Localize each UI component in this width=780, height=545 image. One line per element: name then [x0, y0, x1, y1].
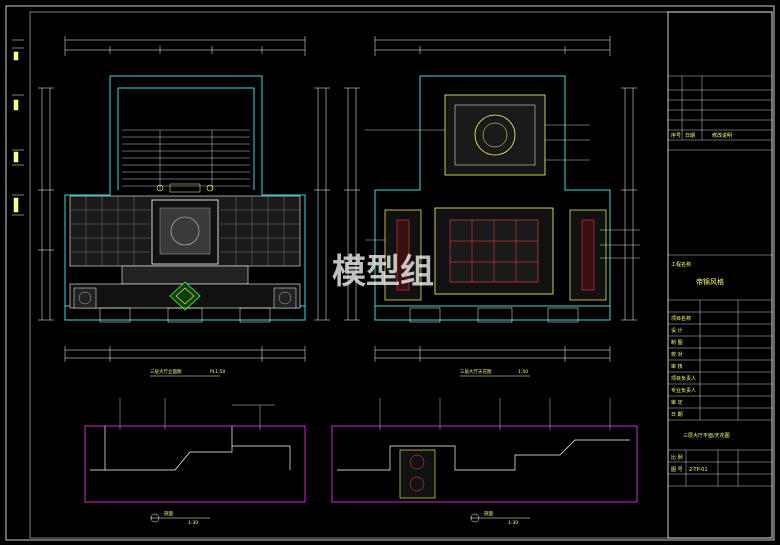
right-section-outline	[331, 425, 638, 503]
right-elev-upper-inner	[454, 104, 536, 166]
left-elev-floor-medallion-inner	[175, 287, 195, 305]
right-elev-plinths	[409, 307, 579, 323]
left-elev-floor-medallion	[169, 281, 201, 311]
right-section-inset-rosette-bottom	[409, 476, 425, 492]
right-section-inset	[399, 449, 436, 499]
right-elev-top-dimensions	[374, 36, 611, 56]
left-elev-lamp-right	[206, 184, 214, 192]
left-elev-plinths	[99, 307, 271, 323]
title-block-row-spec: 专业负责人	[671, 387, 696, 394]
title-block-frame	[667, 11, 773, 539]
watermark: 模型组	[332, 252, 434, 292]
right-section-marker	[470, 513, 480, 523]
title-block-col-no: 序号	[671, 132, 681, 139]
title-block-row-date: 日 期	[671, 412, 683, 418]
left-elev-rosette-left	[73, 287, 97, 309]
right-section: 剖面 1:30	[331, 398, 638, 526]
title-block-row-design: 设 计	[671, 327, 683, 334]
left-section-leaders	[119, 398, 275, 430]
left-elev-carving	[159, 207, 211, 255]
right-elev-scale: 1:50	[518, 369, 528, 375]
left-elev-rosette-left-icon	[78, 291, 92, 305]
right-elev-dragon-medallion	[474, 114, 516, 156]
right-section-scale: 1:30	[508, 520, 518, 526]
left-elev-plaque	[169, 183, 201, 193]
left-elev-rosette-right	[273, 287, 297, 309]
left-elevation: 三层大厅立面图 PL1:50	[38, 36, 330, 377]
title-block-row-check: 校 对	[671, 351, 683, 358]
left-section-marker	[150, 513, 160, 523]
left-section: 剖面 1:30	[84, 398, 306, 526]
left-margin-marks	[12, 39, 24, 216]
title-block-fields-grid	[668, 300, 772, 421]
left-elev-rosette-right-icon	[278, 291, 292, 305]
title-block-row-item: 项目名称	[671, 315, 691, 322]
left-elev-stairs	[122, 129, 250, 190]
title-block-col-date: 日期	[685, 133, 695, 139]
title-block-drawing-title: 三层大厅平面/天花图	[683, 432, 730, 439]
title-block-project-name: 帝锦风格	[696, 277, 724, 286]
right-elev-column-right-inlay	[581, 219, 595, 291]
left-section-profile	[90, 426, 291, 471]
right-elev-structure	[374, 75, 611, 321]
title-block-bottom-grid	[668, 450, 772, 487]
right-elevation: 三层大厅天花图 1:50	[344, 36, 640, 377]
right-section-profile	[337, 439, 630, 471]
right-elev-dragon-medallion-inner	[482, 122, 508, 148]
right-section-inset-rosette-top	[409, 454, 425, 470]
left-elev-console	[121, 265, 249, 285]
title-block-drawing-no: 2-TP-01	[689, 467, 708, 473]
right-section-title: 剖面	[484, 510, 493, 517]
right-section-leaders	[379, 398, 611, 430]
left-section-scale: 1:30	[188, 520, 198, 526]
title-block-row-approve: 审 定	[671, 399, 683, 406]
title-block-row-review: 审 核	[671, 363, 683, 370]
left-elev-lamp-left	[156, 184, 164, 192]
title-block-row-project: 工程名称	[671, 261, 691, 268]
title-block-row-no: 图 号	[671, 467, 683, 473]
right-elev-column-left-inlay	[396, 219, 410, 291]
title-block-row-draw: 制 图	[671, 339, 683, 346]
left-section-outline	[84, 425, 306, 503]
right-elev-title: 三层大厅天花图	[460, 368, 492, 375]
left-elev-title: 三层大厅立面图	[150, 368, 182, 375]
right-elev-bottom-dimensions	[374, 346, 611, 362]
left-elev-scale: PL1:50	[210, 369, 225, 375]
drawing-border	[5, 5, 775, 541]
right-elev-leaders	[365, 124, 640, 259]
left-elev-side-dimensions	[38, 87, 330, 321]
right-elev-grid	[450, 220, 538, 282]
title-block-row-lead: 项目负责人	[671, 375, 696, 382]
left-elev-top-dimensions	[64, 36, 306, 56]
title-block-row-scale: 比 例	[671, 454, 683, 461]
title-block-col-desc: 修改说明	[712, 132, 732, 139]
title-block-revision-grid	[668, 75, 772, 141]
left-elev-bottom-dimensions	[64, 346, 306, 362]
left-elev-lattice	[70, 196, 300, 266]
title-block: 序号 日期 修改说明 工程名称 帝锦风格 项目名称 设 计 制 图 校 对 审 …	[667, 11, 773, 539]
left-elev-carving-rosette	[170, 216, 200, 246]
left-section-title: 剖面	[164, 510, 173, 517]
right-elev-side-dimensions	[344, 87, 637, 321]
